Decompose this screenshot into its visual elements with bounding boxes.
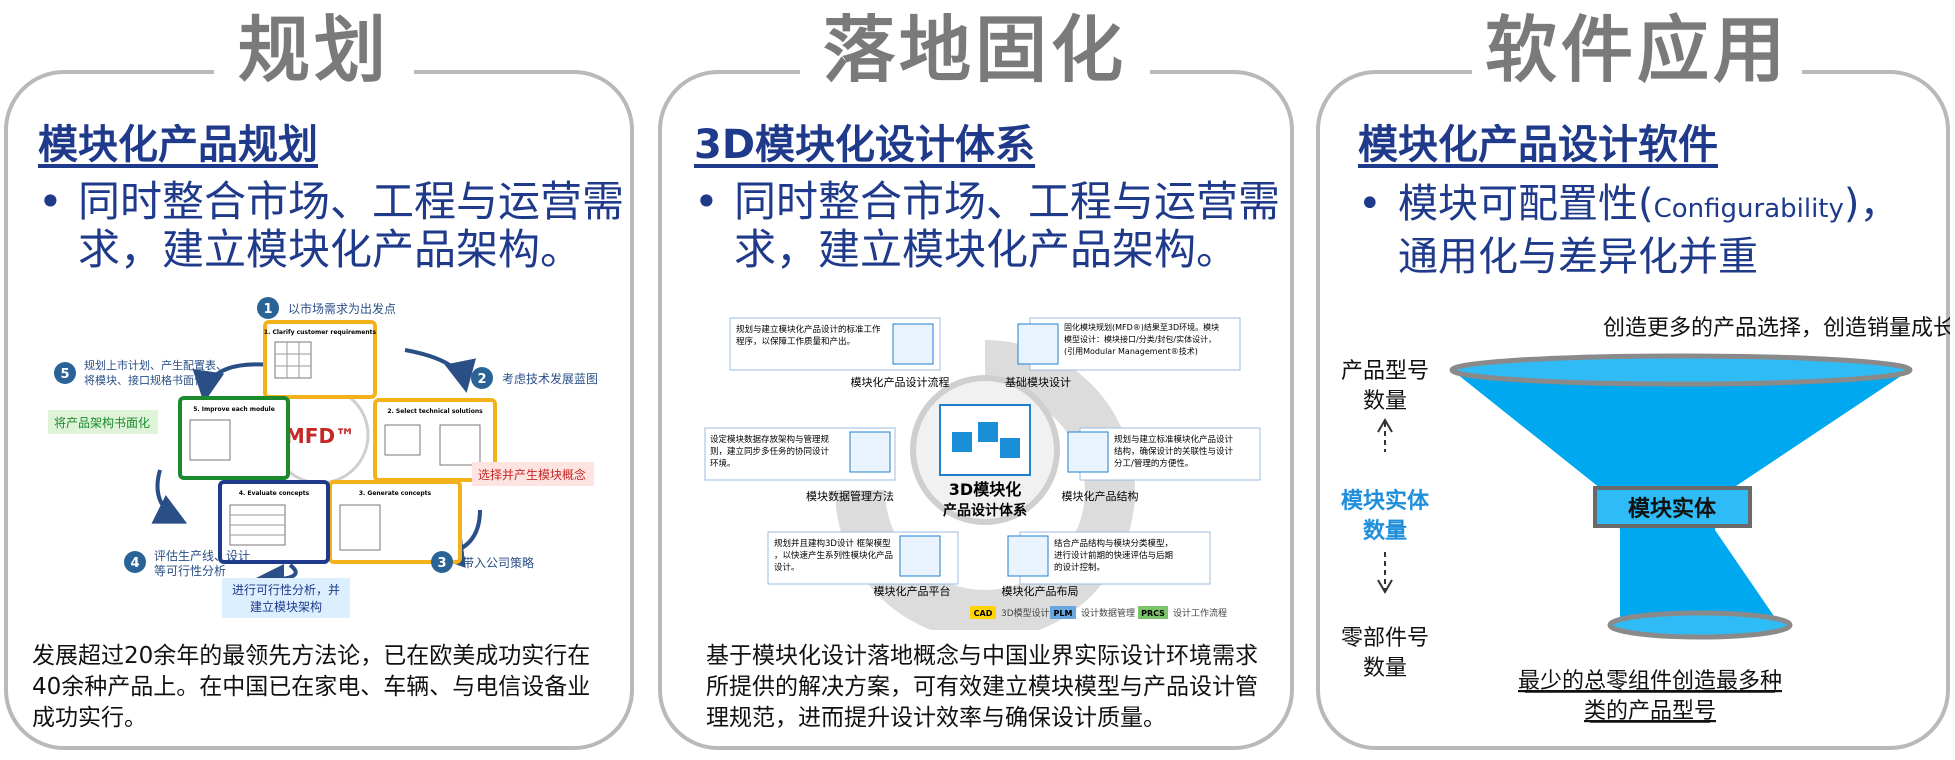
svg-text:固化模块规划(MFD®)结果至3D环境。模块: 固化模块规划(MFD®)结果至3D环境。模块 [1064, 322, 1219, 332]
svg-text:1: 1 [263, 302, 272, 317]
svg-text:结构，确保设计的关联性与设计: 结构，确保设计的关联性与设计 [1114, 446, 1234, 457]
svg-text:规划并且建构3D设计 框架模型: 规划并且建构3D设计 框架模型 [774, 538, 891, 549]
funnel-center-box [1593, 486, 1752, 528]
svg-text:模型设计：模块接口/分类/封包/实体设计，: 模型设计：模块接口/分类/封包/实体设计， [1064, 334, 1216, 344]
3d-design-system-diagram: 3D模块化 产品设计体系 规划与建立模块化产品设计的标准工作 程序，以保障工作质… [704, 317, 1261, 630]
funnel-diagram: 创造更多的产品选择，创造销量成长。 模块实体 产品型号 数量 模块实体 数量 零… [1341, 316, 1950, 724]
center-label-line1: 3D模块化 [949, 480, 1021, 499]
panel-software-bullet: • 模块可配置性(Configurability)， 通用化与差异化并重 [1358, 181, 1900, 280]
panel-planning-title: 规划 [214, 0, 414, 100]
step-3-label: 带入公司策略 [462, 555, 534, 570]
svg-text:(引用Modular Management®技术): (引用Modular Management®技术) [1064, 346, 1198, 356]
step-1-label: 以市场需求为出发点 [288, 301, 396, 316]
svg-text:分工/管理的方便性。: 分工/管理的方便性。 [1114, 458, 1193, 469]
svg-text:，以快速产生系列性模块化产品: ，以快速产生系列性模块化产品 [774, 550, 893, 561]
panel-deployment-bullet: • 同时整合市场、工程与运营需 求，建立模块化产品架构。 [694, 177, 1281, 274]
label-product-models-line1: 产品型号 [1341, 359, 1429, 384]
step-2-label: 考虑技术发展蓝图 [502, 371, 598, 386]
svg-text:CAD: CAD [974, 609, 993, 618]
label-part-numbers-line1: 零部件号 [1341, 626, 1429, 651]
svg-text:规划与建立模块化产品设计的标准工作: 规划与建立模块化产品设计的标准工作 [736, 324, 881, 335]
panel-software-subtitle: 模块化产品设计软件 [1358, 122, 1718, 168]
step-5-label-line1: 规划上市计划、产生配置表、 [84, 358, 227, 372]
funnel-top-rim [1449, 353, 1913, 387]
svg-text:的设计控制。: 的设计控制。 [1054, 562, 1105, 573]
svg-text:设定模块数据存放架构与管理规: 设定模块数据存放架构与管理规 [710, 434, 830, 445]
label-part-numbers-line2: 数量 [1363, 656, 1407, 681]
funnel-bottom-caption-line2: 类的产品型号 [1584, 699, 1716, 724]
legend-plm: 设计数据管理 [1081, 607, 1135, 619]
node-2-name: 基础模块设计 [1005, 376, 1071, 389]
svg-text:则，建立同步多任务的协同设计: 则，建立同步多任务的协同设计 [710, 446, 830, 457]
funnel-bottom-caption-line1: 最少的总零组件创造最多种 [1518, 669, 1782, 694]
label-module-entities-line1: 模块实体 [1341, 488, 1430, 514]
funnel-bottom-rim [1607, 610, 1793, 640]
mfd-box-3-title: 3. Generate concepts [359, 490, 432, 497]
panel-planning-bullet: • 同时整合市场、工程与运营需 求，建立模块化产品架构。 [38, 177, 625, 274]
legend-prcs: 设计工作流程 [1173, 607, 1227, 619]
mfd-box-4 [218, 480, 330, 564]
svg-text:PRCS: PRCS [1141, 609, 1165, 618]
node-3-name: 模块数据管理方法 [806, 489, 894, 503]
step-4-label-line2: 等可行性分析 [154, 564, 226, 578]
callout-left: 将产品架构书面化 [54, 415, 150, 430]
step-5-label-line2: 将模块、接口规格书面化 [84, 373, 205, 387]
svg-text:5: 5 [60, 367, 69, 382]
funnel-top-text: 创造更多的产品选择，创造销量成长。 [1603, 316, 1950, 341]
node-6-name: 模块化产品布局 [1002, 584, 1079, 598]
node-5-name: 模块化产品平台 [874, 584, 951, 598]
mfd-box-5-title: 5. Improve each module [193, 406, 275, 413]
panel-deployment-subtitle: 3D模块化设计体系 [694, 122, 1036, 168]
node-4-name: 模块化产品结构 [1062, 489, 1139, 503]
panel-deployment-description: 基于模块化设计落地概念与中国业界实际设计环境需求 所提供的解决方案，可有效建立模… [706, 643, 1258, 731]
svg-text:2: 2 [477, 372, 486, 387]
svg-text:程序，以保障工作质量和产出。: 程序，以保障工作质量和产出。 [736, 336, 855, 347]
svg-text:3: 3 [437, 556, 446, 571]
panel-planning-subtitle: 模块化产品规划 [38, 122, 318, 168]
mfd-box-5 [178, 396, 290, 480]
mfd-box-4-title: 4. Evaluate concepts [239, 490, 310, 497]
step-4-label-line1: 评估生产线、设计 [154, 549, 250, 563]
panel-deployment-title: 落地固化 [800, 0, 1150, 100]
callout-bottom-line1: 进行可行性分析，并 [232, 583, 340, 597]
panel-planning-description: 发展超过20余年的最领先方法论，已在欧美成功实行在 40余种产品上。在中国已在家… [32, 643, 591, 731]
svg-text:进行设计前期的快速评估与后期: 进行设计前期的快速评估与后期 [1054, 550, 1173, 561]
label-module-entities-line2: 数量 [1363, 518, 1407, 544]
funnel-center-label: 模块实体 [1628, 496, 1717, 522]
center-label-line2: 产品设计体系 [943, 502, 1027, 519]
svg-text:4: 4 [130, 556, 139, 571]
legend-cad: 3D模型设计 [1001, 607, 1050, 619]
svg-text:环境。: 环境。 [710, 458, 736, 469]
label-product-models-line2: 数量 [1363, 389, 1407, 414]
svg-text:PLM: PLM [1054, 609, 1073, 618]
mfd-box-1-title: 1. Clarify customer requirements [264, 329, 377, 336]
mfd-cycle-diagram: MFD™ 1. Clarify customer requirements 2.… [48, 297, 598, 618]
node-1-name: 模块化产品设计流程 [851, 375, 950, 389]
svg-text:设计。: 设计。 [774, 562, 800, 573]
svg-text:结合产品结构与模块分类模型，: 结合产品结构与模块分类模型， [1054, 538, 1173, 549]
panel-software-title: 软件应用 [1472, 0, 1802, 100]
mfd-center-label: MFD™ [285, 424, 355, 448]
svg-text:规划与建立标准模块化产品设计: 规划与建立标准模块化产品设计 [1114, 434, 1234, 445]
mfd-box-2-title: 2. Select technical solutions [387, 408, 483, 415]
callout-right: 选择并产生模块概念 [478, 467, 586, 482]
callout-bottom-line2: 建立模块架构 [250, 599, 322, 614]
